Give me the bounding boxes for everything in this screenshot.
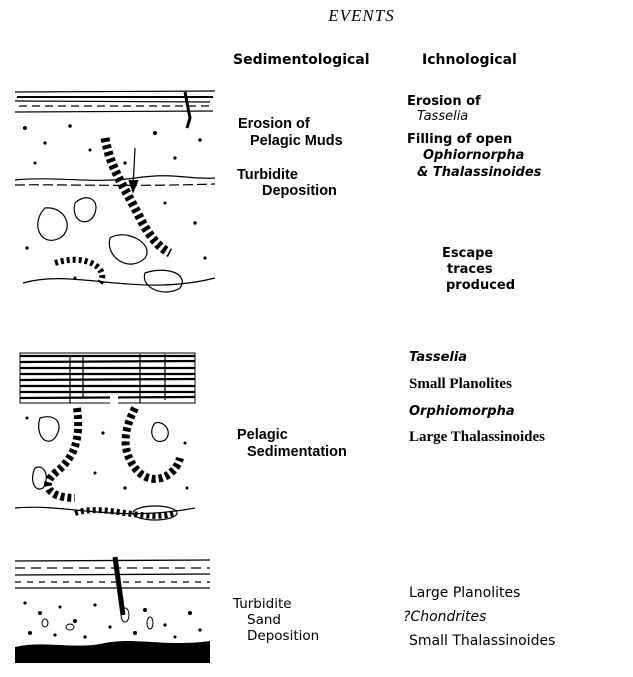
stage1-sed-line-4: Deposition (262, 183, 337, 200)
stage3-sketch (15, 555, 215, 677)
stage2-sed-line-2: Sedimentation (247, 444, 347, 461)
stage1-ich-line-5: & Thalassinoides (417, 165, 541, 180)
stage2-ich-line-3: Orphiomorpha (409, 404, 515, 419)
stage2-ich-line-2: Small Planolites (409, 376, 512, 393)
stage3-sed-line-1: Turbidite (233, 596, 292, 612)
stage1-ich-line-2: Tasselia (417, 109, 468, 124)
stage1-sed-line-1: Erosion of (238, 116, 310, 133)
stage2-sketch (15, 348, 200, 526)
column-header-sedimentological: Sedimentological (233, 52, 370, 68)
stage3-ich-line-2: ?Chondrites (403, 610, 486, 625)
stage1-ich-line-3: Filling of open (407, 132, 512, 147)
stage2-ich-line-1: Tasselia (409, 350, 467, 365)
stage1-ich-line-1: Erosion of (407, 94, 481, 109)
column-header-ichnological: Ichnological (422, 52, 517, 68)
stage2-ich-line-4: Large Thalassinoides (409, 429, 545, 446)
stage3-ich-line-3: Small Thalassinoides (409, 634, 555, 649)
stage2-sed-line-1: Pelagic (237, 427, 288, 444)
stage3-ich-line-1: Large Planolites (409, 586, 520, 601)
stage1-ich-line-4: Ophiornorpha (423, 148, 524, 163)
stage1-sketch (15, 88, 220, 313)
stage1-sed-line-2: Pelagic Muds (250, 133, 343, 150)
stage3-sed-line-3: Deposition (247, 628, 319, 644)
diagram-title: EVENTS (0, 6, 633, 26)
stage3-sed-line-2: Sand (247, 612, 281, 628)
stage1-ich-line-7: traces (447, 262, 493, 277)
stage1-sed-line-3: Turbidite (237, 167, 298, 184)
stage1-ich-line-8: produced (446, 278, 515, 293)
stage1-ich-line-6: Escape (442, 246, 493, 261)
